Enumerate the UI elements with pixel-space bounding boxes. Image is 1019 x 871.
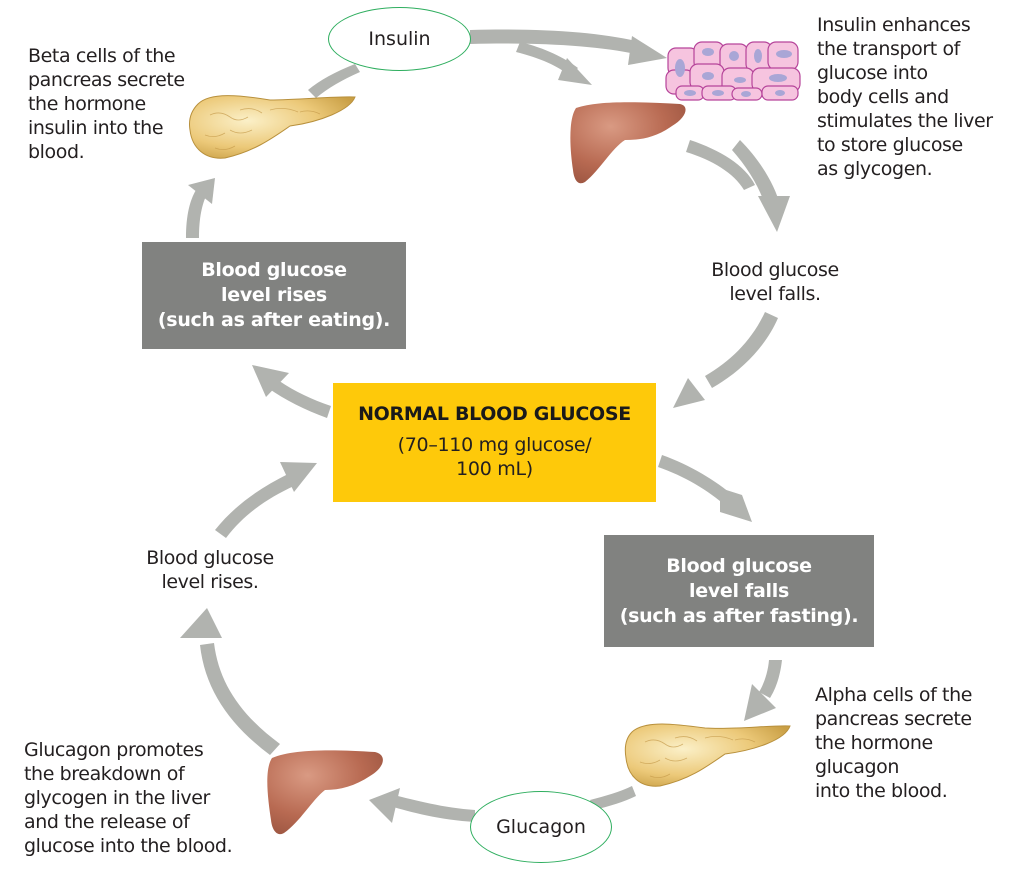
normal-blood-glucose-box: NORMAL BLOOD GLUCOSE (70–110 mg glucose/… bbox=[333, 383, 656, 502]
arrow-insulin-to-liver bbox=[516, 42, 592, 85]
arrow-insulin-to-cells bbox=[470, 29, 667, 65]
normal-box-title: NORMAL BLOOD GLUCOSE bbox=[358, 403, 631, 425]
glucagon-label: Glucagon bbox=[496, 816, 586, 838]
insulin-label: Insulin bbox=[368, 28, 431, 50]
level-rises-label: Blood glucose level rises. bbox=[146, 547, 274, 593]
arrow-cells-to-level-falls bbox=[686, 140, 790, 232]
arrow-glucagon-to-liver bbox=[369, 788, 475, 823]
arrow-level-rises-to-normal bbox=[215, 462, 317, 538]
insulin-effect-label: Insulin enhances the transport of glucos… bbox=[817, 14, 993, 180]
level-falls-label: Blood glucose level falls. bbox=[711, 259, 839, 305]
beta-cells-label: Beta cells of the pancreas secrete the h… bbox=[28, 45, 185, 163]
insulin-ellipse: Insulin bbox=[328, 7, 471, 71]
arrow-falls-to-pancreas bbox=[744, 660, 782, 721]
body-cells-illustration bbox=[665, 41, 801, 101]
pancreas-bottom-illustration bbox=[624, 723, 791, 787]
glucagon-effect-label: Glucagon promotes the breakdown of glyco… bbox=[24, 739, 233, 857]
arrow-level-falls-to-normal bbox=[673, 312, 778, 408]
pancreas-top-illustration bbox=[189, 95, 356, 159]
alpha-cells-label: Alpha cells of the pancreas secrete the … bbox=[815, 684, 973, 802]
normal-box-range: (70–110 mg glucose/ 100 mL) bbox=[397, 434, 592, 480]
arrow-rises-to-pancreas bbox=[186, 178, 215, 238]
liver-top-illustration bbox=[570, 102, 686, 184]
liver-bottom-illustration bbox=[267, 750, 383, 835]
level-rises-box: Blood glucose level rises (such as after… bbox=[142, 242, 406, 349]
arrow-liver-to-level-rises bbox=[180, 608, 280, 755]
glucagon-ellipse: Glucagon bbox=[470, 791, 612, 863]
arrow-normal-to-rises bbox=[252, 365, 331, 418]
arrow-pancreas-to-glucagon bbox=[590, 786, 636, 810]
level-falls-box: Blood glucose level falls (such as after… bbox=[604, 535, 874, 647]
arrow-normal-to-falls bbox=[658, 455, 752, 522]
arrow-pancreas-to-insulin bbox=[308, 64, 360, 98]
